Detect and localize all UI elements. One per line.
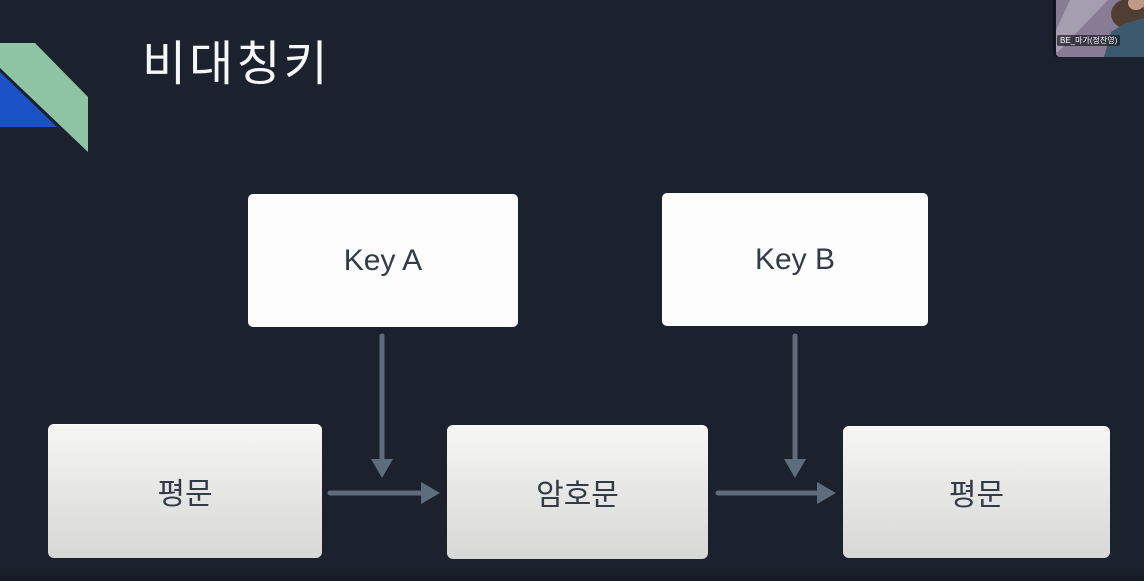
person-shirt — [1104, 18, 1144, 57]
corner-green-band — [0, 43, 88, 152]
webcam-name-badge: BE_마가(정찬영) — [1057, 35, 1121, 46]
node-key-a: Key A — [248, 194, 518, 327]
node-plaintext-left-label: 평문 — [157, 478, 213, 511]
node-ciphertext: 암호문 — [447, 425, 708, 559]
node-ciphertext-label: 암호문 — [536, 479, 619, 512]
person-face — [1128, 0, 1144, 10]
node-plaintext-right: 평문 — [843, 426, 1110, 558]
node-key-b-label: Key B — [754, 242, 836, 276]
node-plaintext-right-label: 평문 — [948, 479, 1005, 512]
corner-blue-triangle — [0, 72, 57, 127]
bottom-vignette — [0, 567, 1144, 581]
arrow-ciphertext-to-plaintext — [715, 482, 836, 504]
node-key-a-label: Key A — [343, 243, 423, 277]
node-plaintext-left: 평문 — [48, 424, 322, 558]
arrow-plaintext-to-ciphertext — [327, 482, 440, 504]
slide-title: 비대칭키 — [142, 38, 331, 91]
webcam-video-content — [1056, 0, 1144, 57]
node-key-b: Key B — [662, 193, 928, 326]
arrow-key-a-down — [371, 333, 393, 478]
webcam-video-tile[interactable]: BE_마가(정찬영) — [1056, 0, 1144, 57]
corner-ribbon-decoration — [0, 43, 88, 152]
arrow-key-b-down — [784, 333, 806, 478]
